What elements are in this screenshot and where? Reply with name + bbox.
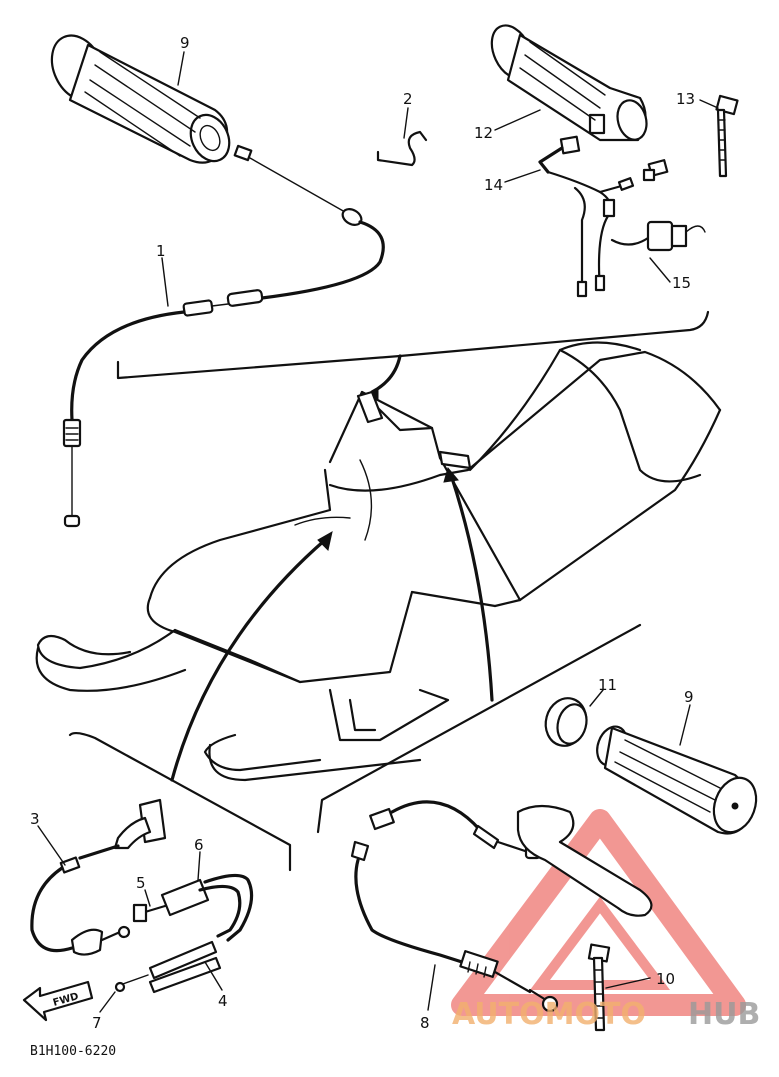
cable-tie-top [715,94,739,178]
callout-1: 1 [156,242,166,260]
forward-direction-arrow: FWD [22,980,94,1022]
callout-6: 6 [194,836,204,854]
wire-clip [376,130,428,167]
callout-2: 2 [403,90,413,108]
callout-numbers: 9 2 12 13 14 15 1 3 5 6 4 7 8 11 9 10 [30,34,695,1032]
callout-8: 8 [420,1014,430,1032]
diagram-code: B1H100-6220 [30,1044,116,1059]
callout-10: 10 [656,970,675,988]
throttle-cable [62,144,385,528]
callout-14: 14 [484,176,503,194]
callout-12: 12 [474,124,493,142]
callout-11: 11 [598,676,617,694]
callout-4: 4 [218,992,228,1010]
handlebar-grip-top [50,34,231,164]
watermark-text: AUTOMOTO HUB [452,997,760,1032]
callout-9-top: 9 [180,34,190,52]
choke-cable [30,798,167,956]
watermark-hub: HUB [688,997,760,1032]
callout-7: 7 [92,1014,102,1032]
handlebar-grip-with-switch [490,24,648,142]
callout-13: 13 [676,90,695,108]
callout-15: 15 [672,274,691,292]
control-cable-assembly [132,873,254,942]
snowmobile-body [35,341,722,782]
callout-5: 5 [136,874,146,892]
callout-9-bottom: 9 [684,688,694,706]
switch-wire-harness [538,135,706,298]
callout-leaders [37,51,719,1013]
watermark-automoto: AUTOMOTO [452,997,646,1032]
grip-ring [544,697,588,747]
brake-lever [516,804,653,917]
group-boundaries [68,310,710,872]
handlebar-grip-bottom [596,725,758,835]
cable-tie-bottom [587,943,611,1032]
callout-3: 3 [30,810,40,828]
cable-guide-and-bolt [114,940,222,994]
brake-cable [350,800,559,1013]
